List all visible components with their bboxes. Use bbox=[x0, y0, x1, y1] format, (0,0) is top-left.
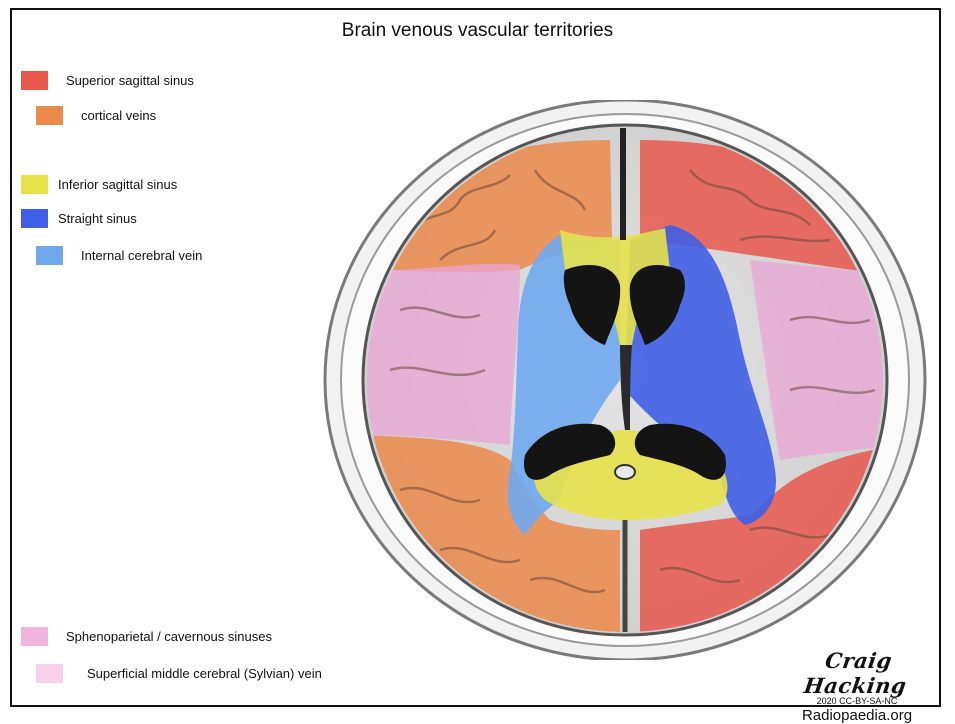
legend-label: Sphenoparietal / cavernous sinuses bbox=[66, 629, 272, 644]
legend-item-superficial-middle-cerebral-vein: Superficial middle cerebral (Sylvian) ve… bbox=[36, 664, 322, 683]
legend-label: Superior sagittal sinus bbox=[66, 73, 194, 88]
legend-swatch bbox=[36, 664, 63, 683]
legend-label: Straight sinus bbox=[58, 211, 137, 226]
legend-label: Inferior sagittal sinus bbox=[58, 177, 177, 192]
legend-label: Superficial middle cerebral (Sylvian) ve… bbox=[87, 666, 322, 681]
legend-swatch bbox=[21, 209, 48, 228]
legend-swatch bbox=[21, 71, 48, 90]
falx-posterior bbox=[615, 465, 635, 479]
legend-item-inferior-sagittal-sinus: Inferior sagittal sinus bbox=[21, 175, 177, 194]
region-sylvian-left bbox=[360, 264, 520, 445]
legend-swatch bbox=[36, 106, 63, 125]
legend-item-superior-sagittal-sinus: Superior sagittal sinus bbox=[21, 71, 194, 90]
legend-item-sphenoparietal-cavernous-sinuses: Sphenoparietal / cavernous sinuses bbox=[21, 627, 272, 646]
legend-swatch bbox=[36, 246, 63, 265]
legend-label: cortical veins bbox=[81, 108, 156, 123]
legend-swatch bbox=[21, 627, 48, 646]
legend-item-internal-cerebral-vein: Internal cerebral vein bbox=[36, 246, 202, 265]
site-name: Radiopaedia.org bbox=[772, 707, 942, 724]
legend-label: Internal cerebral vein bbox=[81, 248, 202, 263]
legend-item-straight-sinus: Straight sinus bbox=[21, 209, 137, 228]
credit-block: Craig Hacking 2020 CC-BY-SA-NC Radiopaed… bbox=[772, 648, 942, 724]
brain-axial-diagram bbox=[320, 100, 930, 660]
legend-swatch bbox=[21, 175, 48, 194]
author-signature: Craig Hacking bbox=[768, 648, 945, 698]
legend-item-cortical-veins: cortical veins bbox=[36, 106, 156, 125]
figure-title: Brain venous vascular territories bbox=[0, 20, 955, 42]
